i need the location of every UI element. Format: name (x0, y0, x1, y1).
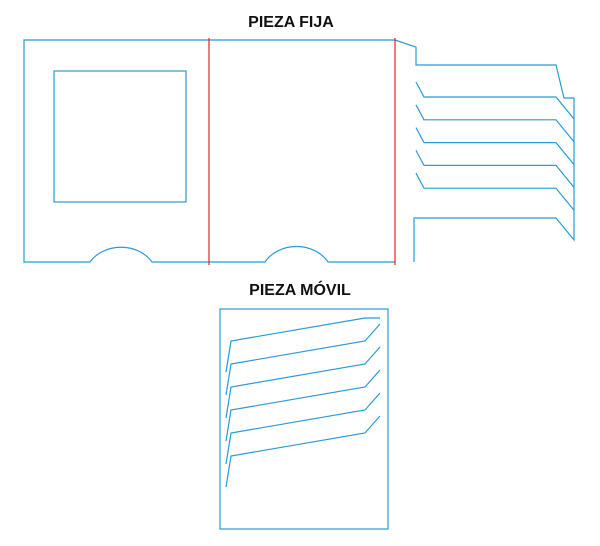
slat-line (225, 346, 381, 419)
slat-line (225, 369, 381, 442)
slot-line (415, 150, 575, 188)
title-pieza-movil: PIEZA MÓVIL (249, 282, 351, 299)
moving-piece-outline (219, 308, 389, 530)
slat-line (225, 317, 380, 373)
fixed-piece-outline (23, 39, 395, 263)
slot-line (415, 104, 575, 143)
slat-line (225, 415, 381, 488)
slat-line (225, 392, 381, 465)
slot-lines (415, 81, 575, 211)
title-pieza-fija: PIEZA FIJA (248, 14, 334, 31)
slat-lines (225, 317, 381, 488)
slot-line (415, 172, 575, 211)
window-cutout (53, 70, 187, 203)
slot-line (415, 81, 575, 120)
slat-line (225, 323, 381, 396)
tab-outline (394, 39, 575, 262)
slot-line (415, 127, 575, 165)
